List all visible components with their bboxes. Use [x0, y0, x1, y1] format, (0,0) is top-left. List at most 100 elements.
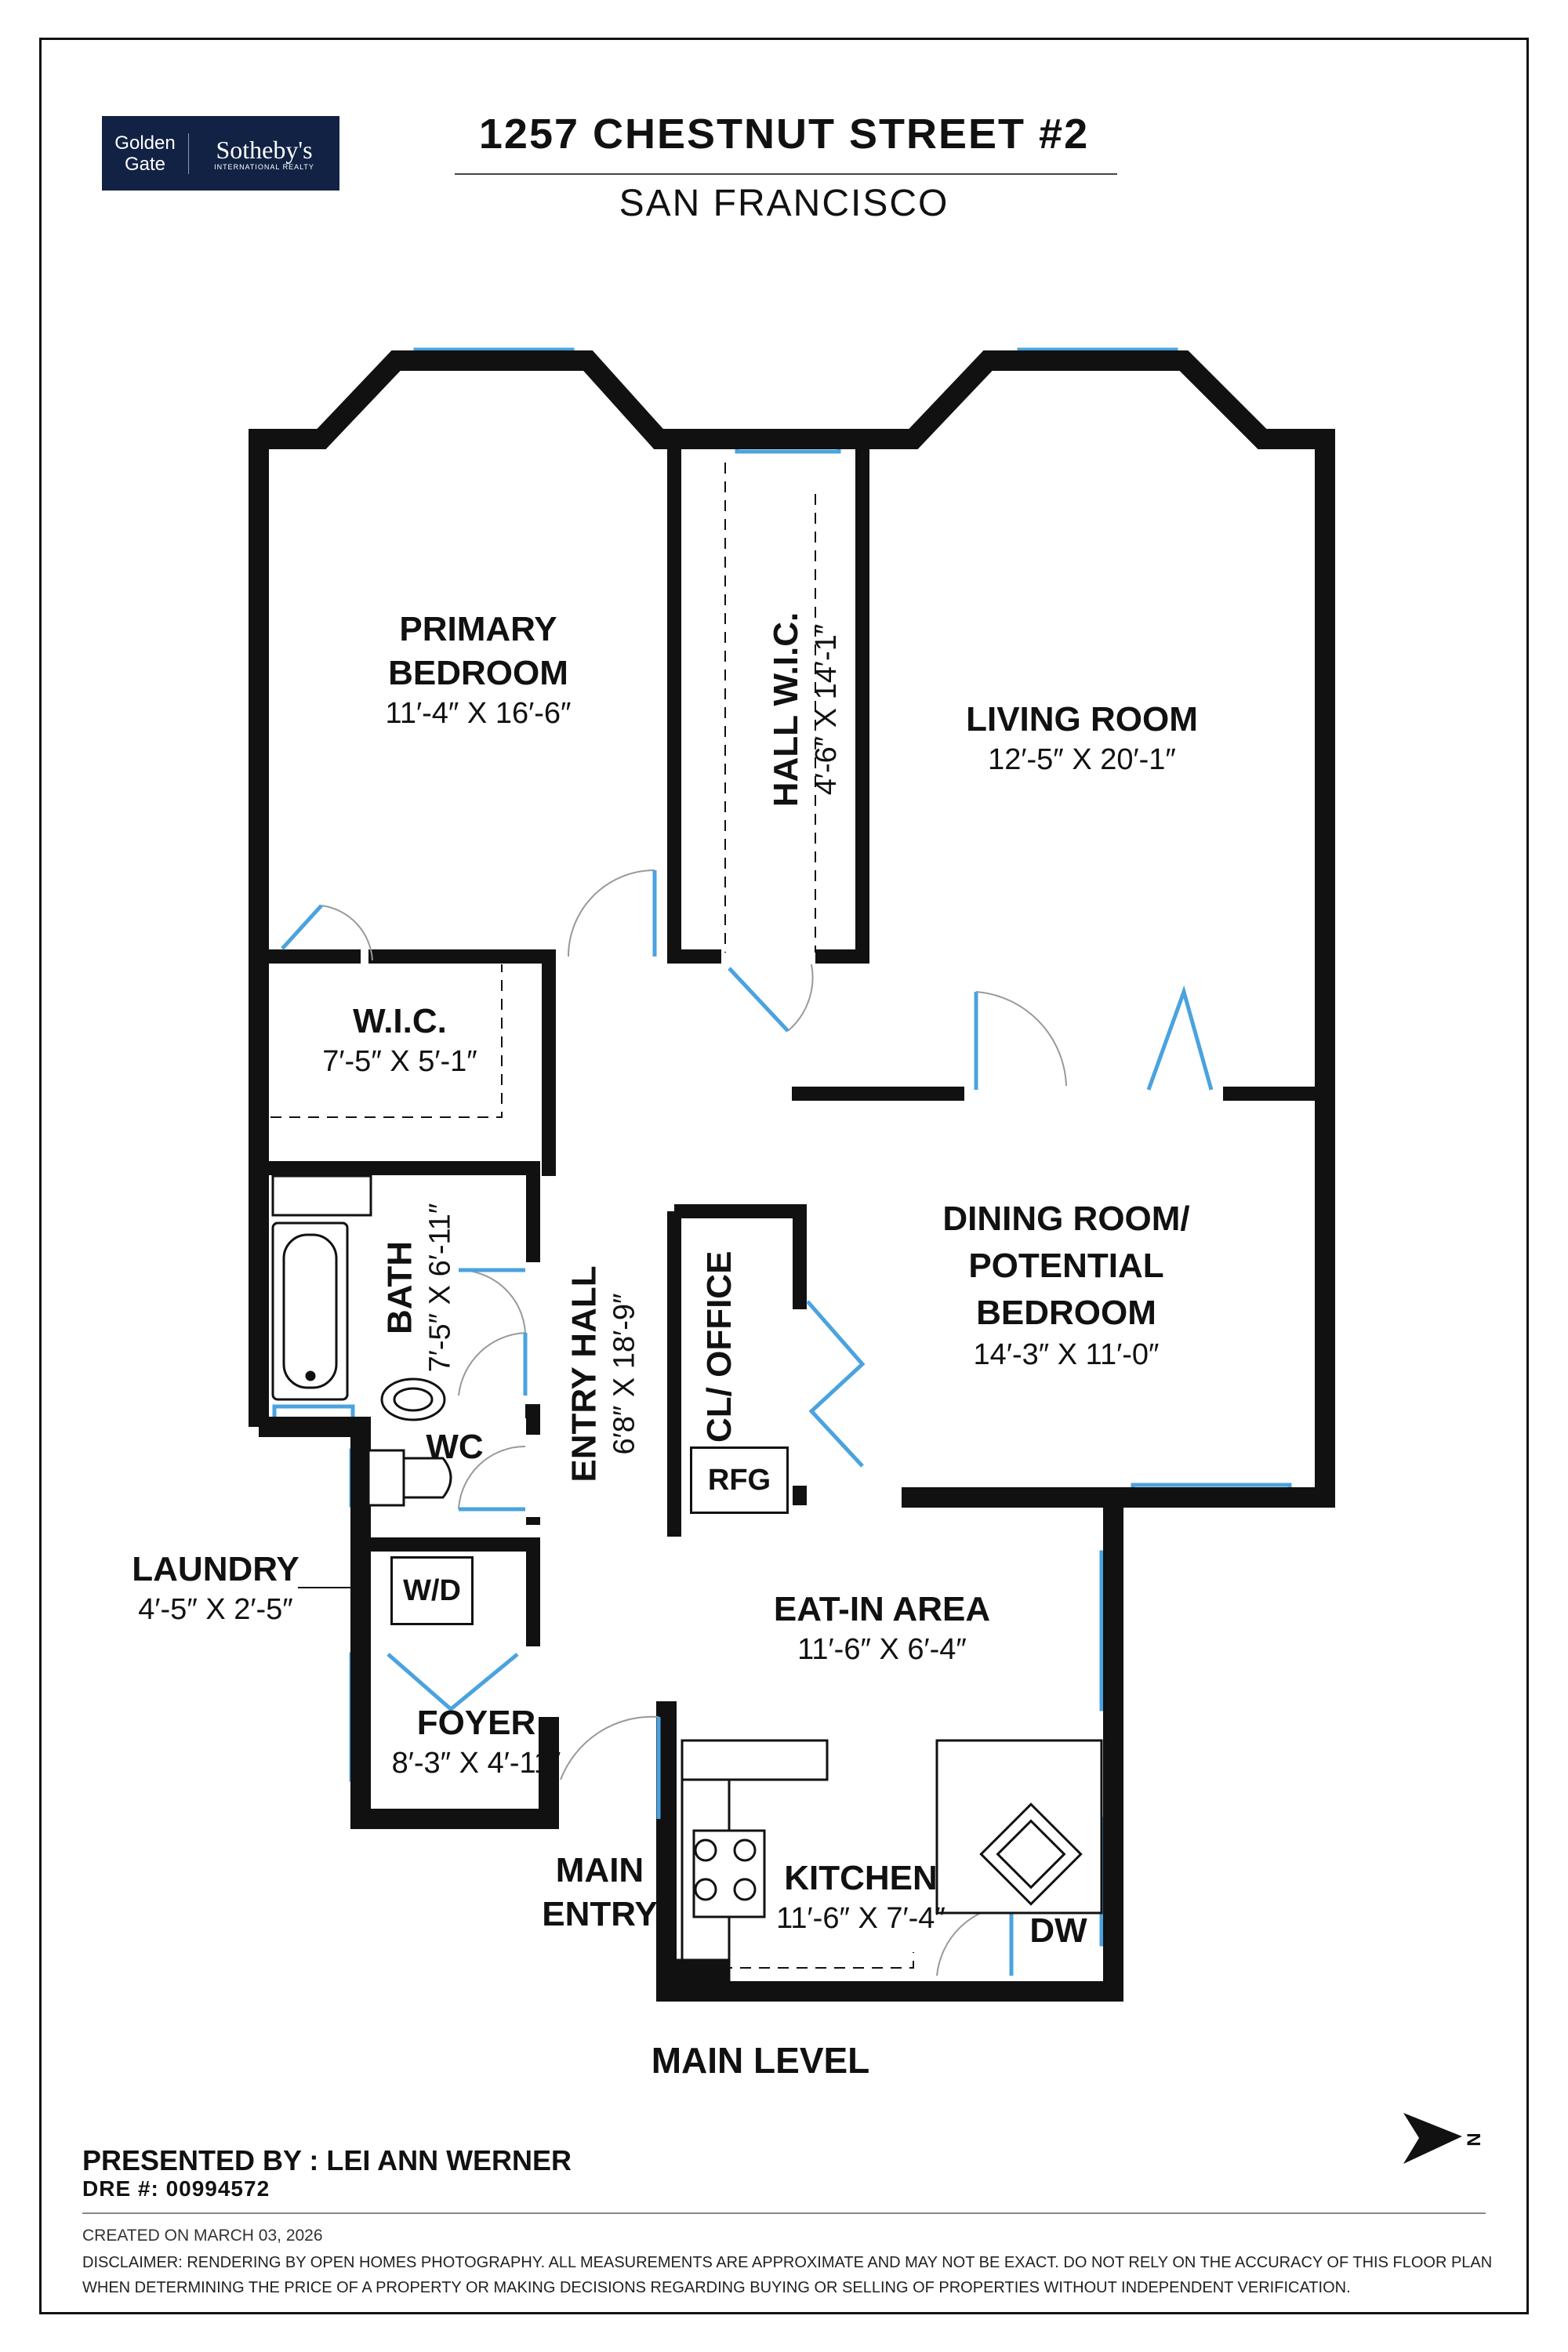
- wic-label: W.I.C.: [353, 1002, 447, 1040]
- disclaimer: DISCLAIMER: RENDERING BY OPEN HOMES PHOT…: [82, 2254, 1493, 2296]
- wic-dims: 7′-5″ X 5′-1″: [322, 1045, 477, 1078]
- primary-bedroom-label-2: BEDROOM: [388, 654, 568, 692]
- door-bath2-arc: [458, 1332, 526, 1396]
- exterior-walls: [249, 350, 1335, 2002]
- eat-in-label: EAT-IN AREA: [773, 1590, 991, 1628]
- wall-bath-bottom: [525, 1404, 540, 1435]
- presenter: PRESENTED BY : LEI ANN WERNER: [82, 2144, 572, 2176]
- kitchen-dims: 11′-6″ X 7′-4″: [776, 1902, 946, 1935]
- room-kitchen: KITCHEN 11′-6″ X 7′-4″: [759, 1857, 963, 1936]
- primary-bedroom-label-1: PRIMARY: [399, 610, 557, 648]
- bath-label: BATH: [380, 1241, 419, 1334]
- door-dining-arc: [975, 991, 1067, 1087]
- shelf-wic: [270, 964, 503, 1118]
- level-label: MAIN LEVEL: [651, 2040, 870, 2081]
- brand-logo: Golden Gate Sotheby's INTERNATIONAL REAL…: [102, 116, 339, 191]
- door-hall-wic-arc: [787, 964, 814, 1032]
- bath-sink-basin: [393, 1387, 434, 1412]
- foyer-dims: 8′-3″ X 4′-11″: [391, 1747, 561, 1780]
- burner-1: [694, 1838, 717, 1862]
- living-room-dims: 12′-5″ X 20′-1″: [988, 743, 1176, 776]
- wall-hall-wic-left: [667, 447, 721, 964]
- burner-4: [733, 1878, 757, 1901]
- laundry-leader-line: [298, 1587, 368, 1588]
- door-wic-leaf: [281, 904, 323, 950]
- dre-number: DRE #: 00994572: [82, 2176, 270, 2201]
- cl-office-label: CL/ OFFICE: [700, 1250, 739, 1443]
- wall-office-top: [674, 1204, 807, 1309]
- kitchen-fixtures: [665, 1739, 1103, 2001]
- hall-wic-label: HALL W.I.C.: [767, 612, 805, 808]
- counter-kitchen-line: [721, 1952, 914, 1969]
- burner-2: [733, 1838, 757, 1862]
- wall-bath-top: [267, 1161, 540, 1262]
- closet-shelves: [270, 463, 914, 1969]
- dining-dims: 14′-3″ X 11′-0″: [973, 1338, 1160, 1371]
- room-wic: W.I.C. 7′-5″ X 5′-1″: [282, 1000, 517, 1080]
- bath-fixtures: [271, 1174, 452, 1507]
- door-main-arc: [560, 1715, 659, 1780]
- bathtub-drain: [305, 1370, 316, 1381]
- brand-sub: INTERNATIONAL REALTY: [214, 162, 314, 171]
- room-laundry: LAUNDRY 4′-5″ X 2′-5″: [110, 1548, 321, 1628]
- eat-in-dims: 11′-6″ X 6′-4″: [797, 1633, 967, 1666]
- room-hall-wic: HALL W.I.C. 4′-6″ X 14′-1″: [764, 553, 851, 866]
- bath-dims: 7′-5″ X 6′-11″: [423, 1203, 457, 1373]
- room-dining: DINING ROOM/ POTENTIAL BEDROOM 14′-3″ X …: [902, 1196, 1231, 1373]
- door-bath-arc: [458, 1269, 526, 1334]
- burner-3: [694, 1878, 717, 1901]
- dining-label-1: DINING ROOM/: [942, 1200, 1190, 1238]
- washer-dryer: W/D: [390, 1556, 474, 1625]
- main-entry-line2: ENTRY: [542, 1895, 658, 1933]
- footer-divider: [82, 2212, 1486, 2214]
- north-arrow-icon: [1403, 2113, 1462, 2164]
- wc-tank: [367, 1449, 405, 1507]
- north-label: N: [1462, 2132, 1484, 2147]
- door-laundry-bifold: [387, 1653, 519, 1712]
- title-divider: [455, 173, 1117, 175]
- counter-top: [681, 1739, 829, 1781]
- wall-laundry-top: [361, 1537, 540, 1646]
- page-subtitle: SAN FRANCISCO: [619, 183, 949, 224]
- entry-hall-dims: 6′8″ X 18′-9″: [608, 1293, 641, 1455]
- wall-kitchen-east: [656, 1497, 1123, 2002]
- hall-wic-dims: 4′-6″ X 14′-1″: [810, 623, 843, 796]
- brand-golden-gate: Golden Gate: [102, 132, 189, 175]
- bathtub-basin: [282, 1233, 338, 1389]
- kitchen-sink-basin: [996, 1819, 1066, 1889]
- room-foyer: FOYER 8′-3″ X 4′-11″: [372, 1701, 580, 1781]
- page-frame: [39, 38, 1529, 2314]
- main-entry-line1: MAIN: [555, 1851, 644, 1889]
- dining-label-2: POTENTIAL: [968, 1247, 1164, 1285]
- door-hall-wic-leaf: [728, 967, 789, 1033]
- interior-walls: [267, 447, 1325, 1646]
- wall-wic-right: [368, 949, 556, 1176]
- door-wic-arc: [321, 905, 373, 961]
- kitchen-label: KITCHEN: [784, 1859, 938, 1897]
- entry-hall-label: ENTRY HALL: [564, 1265, 604, 1483]
- living-room-label: LIVING ROOM: [966, 700, 1198, 739]
- brand-line1: Golden: [114, 132, 176, 154]
- wc-bowl: [402, 1457, 452, 1499]
- laundry-dims: 4′-5″ X 2′-5″: [138, 1593, 293, 1626]
- room-entry-hall: ENTRY HALL 6′8″ X 18′-9″: [563, 1225, 645, 1523]
- wall-foyer: [259, 1417, 559, 1829]
- main-entry-label: MAIN ENTRY: [525, 1849, 674, 1936]
- brand-sothebys: Sotheby's INTERNATIONAL REALTY: [189, 136, 339, 171]
- wall-hall-wic-right: [815, 447, 869, 964]
- brand-name: Sotheby's: [216, 135, 313, 164]
- room-bath: BATH 7′-5″ X 6′-11″: [379, 1159, 461, 1417]
- wall-north: [249, 350, 1335, 1508]
- laundry-label: LAUNDRY: [132, 1550, 299, 1588]
- primary-bedroom-dims: 11′-4″ X 16′-6″: [385, 697, 572, 730]
- door-office-bifold: [806, 1300, 866, 1468]
- room-living-room: LIVING ROOM 12′-5″ X 20′-1″: [925, 698, 1239, 778]
- room-eat-in: EAT-IN AREA 11′-6″ X 6′-4″: [753, 1588, 1011, 1668]
- doors: [281, 869, 1214, 1976]
- created-date: CREATED ON MARCH 03, 2026: [82, 2227, 323, 2245]
- entry-column: [665, 1958, 731, 2001]
- door-living-bifold: [1146, 985, 1214, 1091]
- refrigerator: RFG: [690, 1446, 789, 1514]
- room-wc-label: WC: [426, 1428, 484, 1466]
